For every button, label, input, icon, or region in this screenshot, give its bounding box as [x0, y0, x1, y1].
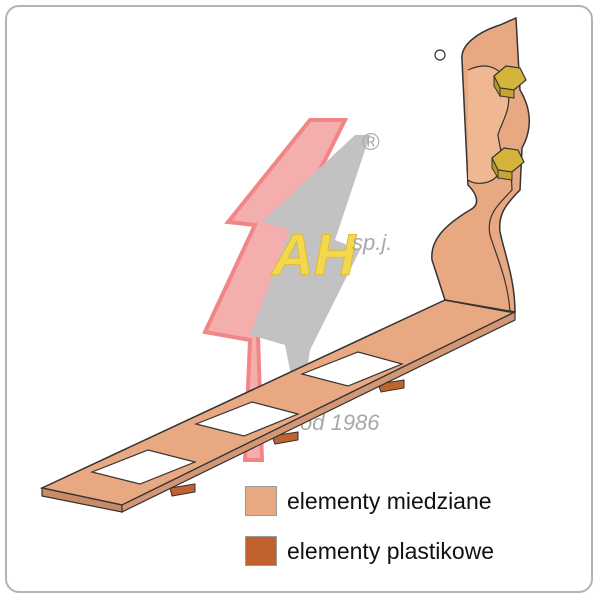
bolt-upper [493, 65, 527, 99]
strip-cutout [90, 449, 197, 485]
bolt-lower [491, 147, 525, 181]
legend-label-copper: elementy miedziane [287, 487, 492, 514]
plastic-leg [169, 483, 196, 497]
legend-label-plastic: elementy plastikowe [287, 537, 495, 564]
logo-company-suffix: sp.j. [352, 230, 392, 255]
legend-item-plastic: elementy plastikowe [245, 535, 494, 567]
logo-lightning-gray [250, 135, 370, 420]
logo-mark-letters: AH [270, 223, 357, 288]
legend-swatch-copper [245, 486, 277, 516]
strip-cutout [300, 351, 404, 387]
legend-item-copper: elementy miedziane [245, 485, 492, 517]
strip-cutout [194, 401, 300, 437]
holder-upright-edge [444, 149, 513, 313]
wire-hook [434, 49, 446, 61]
legend-swatch-plastic [245, 536, 277, 566]
strip-side-edge [121, 311, 516, 513]
registered-mark: ® [362, 129, 380, 156]
brass-bolts [491, 65, 527, 181]
